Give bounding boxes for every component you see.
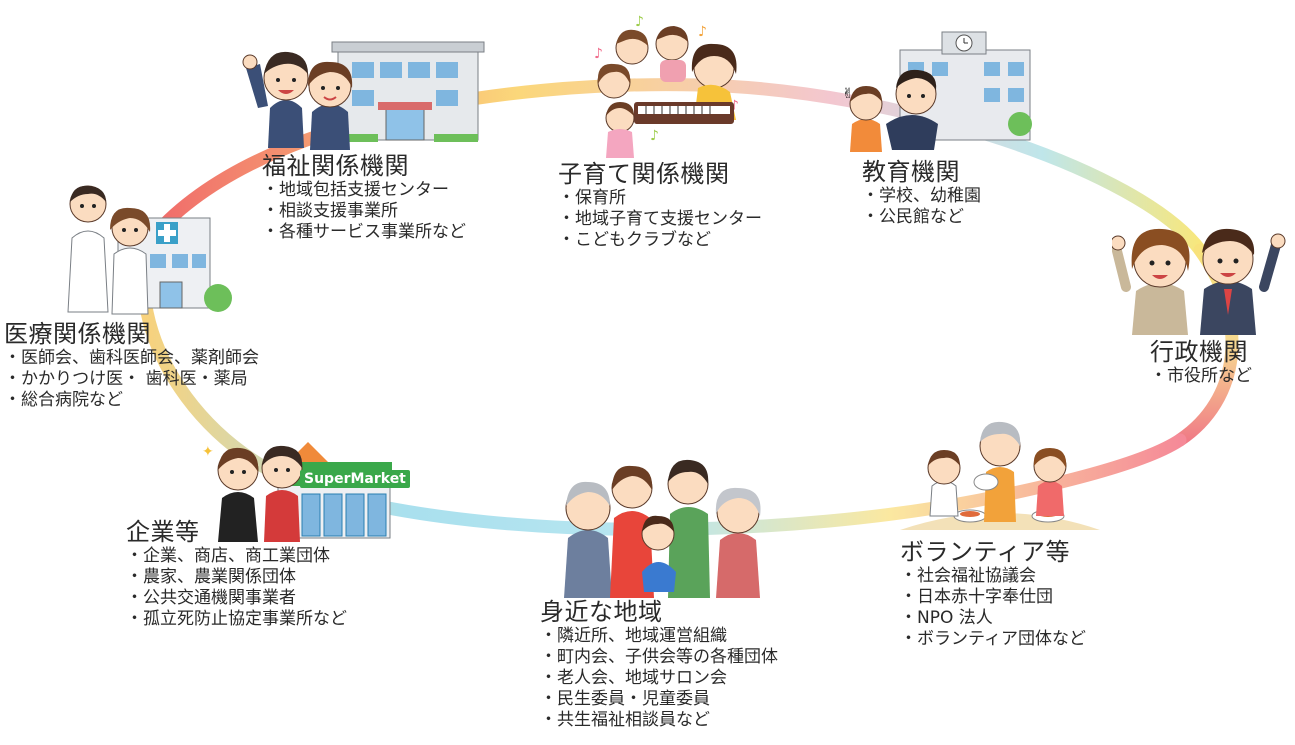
neighborhood-node: 身近な地域 隣近所、地域運営組織 町内会、子供会等の各種団体 老人会、地域サロン… [540,598,778,731]
volunteer-item: NPO 法人 [900,608,1086,629]
neighborhood-list: 隣近所、地域運営組織 町内会、子供会等の各種団体 老人会、地域サロン会 民生委員… [540,626,778,731]
welfare-list: 地域包括支援センター 相談支援事業所 各種サービス事業所など [262,180,466,243]
neighborhood-item: 民生委員・児童委員 [540,689,778,710]
childcare-item: こどもクラブなど [558,230,762,251]
medical-title: 医療関係機関 [4,320,151,348]
administration-officials-illustration [1112,228,1286,335]
childcare-title: 子育て関係機関 [558,160,730,188]
medical-node: 医療関係機関 医師会、歯科医師会、薬剤師会 かかりつけ医・ 歯科医・薬局 総合病… [4,320,259,411]
svg-text:♪: ♪ [730,98,739,114]
supermarket-sign: SuperMarket [300,470,410,488]
education-title: 教育機関 [862,158,960,186]
business-title: 企業等 [126,518,200,546]
education-item: 学校、幼稚園 [862,186,981,207]
neighborhood-item: 町内会、子供会等の各種団体 [540,647,778,668]
education-list: 学校、幼稚園 公民館など [862,186,981,228]
volunteer-item: 日本赤十字奉仕団 [900,587,1086,608]
childcare-piano-illustration: ♪ ♪ ♪ ♪ ♪ [594,14,739,158]
medical-hospital-illustration [67,185,232,315]
ring-top-arc [143,78,1207,257]
business-item: 公共交通機関事業者 [126,588,347,609]
childcare-list: 保育所 地域子育て支援センター こどもクラブなど [558,188,762,251]
svg-text:♪: ♪ [650,128,659,144]
svg-text:♪: ♪ [698,24,707,40]
neighborhood-title: 身近な地域 [540,598,663,626]
medical-item: 総合病院など [4,390,259,411]
svg-text:♪: ♪ [594,46,603,62]
medical-item: 医師会、歯科医師会、薬剤師会 [4,348,259,369]
administration-title: 行政機関 [1150,338,1248,366]
childcare-item: 地域子育て支援センター [558,209,762,230]
education-node: 教育機関 学校、幼稚園 公民館など [862,158,981,228]
volunteer-title: ボランティア等 [900,538,1071,566]
volunteer-item: 社会福祉協議会 [900,566,1086,587]
svg-text:✦: ✦ [202,444,214,460]
svg-text:♪: ♪ [635,14,644,30]
administration-item: 市役所など [1150,366,1252,387]
welfare-item: 相談支援事業所 [262,201,466,222]
volunteer-item: ボランティア団体など [900,629,1086,650]
neighborhood-item: 隣近所、地域運営組織 [540,626,778,647]
administration-list: 市役所など [1150,366,1252,387]
neighborhood-item: 老人会、地域サロン会 [540,668,778,689]
svg-text:✌: ✌ [842,86,854,102]
welfare-title: 福祉関係機関 [262,152,409,180]
business-item: 孤立死防止協定事業所など [126,609,347,630]
welfare-item: 各種サービス事業所など [262,222,466,243]
neighborhood-family-illustration [564,459,761,598]
neighborhood-item: 共生福祉相談員など [540,710,778,731]
welfare-node: 福祉関係機関 地域包括支援センター 相談支援事業所 各種サービス事業所など [262,152,466,243]
business-node: 企業等 企業、商店、商工業団体 農家、農業関係団体 公共交通機関事業者 孤立死防… [126,518,347,630]
volunteer-node: ボランティア等 社会福祉協議会 日本赤十字奉仕団 NPO 法人 ボランティア団体… [900,538,1086,650]
welfare-staff-illustration [242,41,485,150]
medical-list: 医師会、歯科医師会、薬剤師会 かかりつけ医・ 歯科医・薬局 総合病院など [4,348,259,411]
childcare-item: 保育所 [558,188,762,209]
business-list: 企業、商店、商工業団体 農家、農業関係団体 公共交通機関事業者 孤立死防止協定事… [126,546,347,630]
business-item: 企業、商店、商工業団体 [126,546,347,567]
business-item: 農家、農業関係団体 [126,567,347,588]
education-school-illustration: ✌ [842,31,1032,152]
education-item: 公民館など [862,207,981,228]
medical-item: かかりつけ医・ 歯科医・薬局 [4,369,259,390]
welfare-item: 地域包括支援センター [262,180,466,201]
volunteer-meal-illustration [900,421,1100,530]
childcare-node: 子育て関係機関 保育所 地域子育て支援センター こどもクラブなど [558,160,762,251]
administration-node: 行政機関 市役所など [1150,338,1252,387]
volunteer-list: 社会福祉協議会 日本赤十字奉仕団 NPO 法人 ボランティア団体など [900,566,1086,650]
